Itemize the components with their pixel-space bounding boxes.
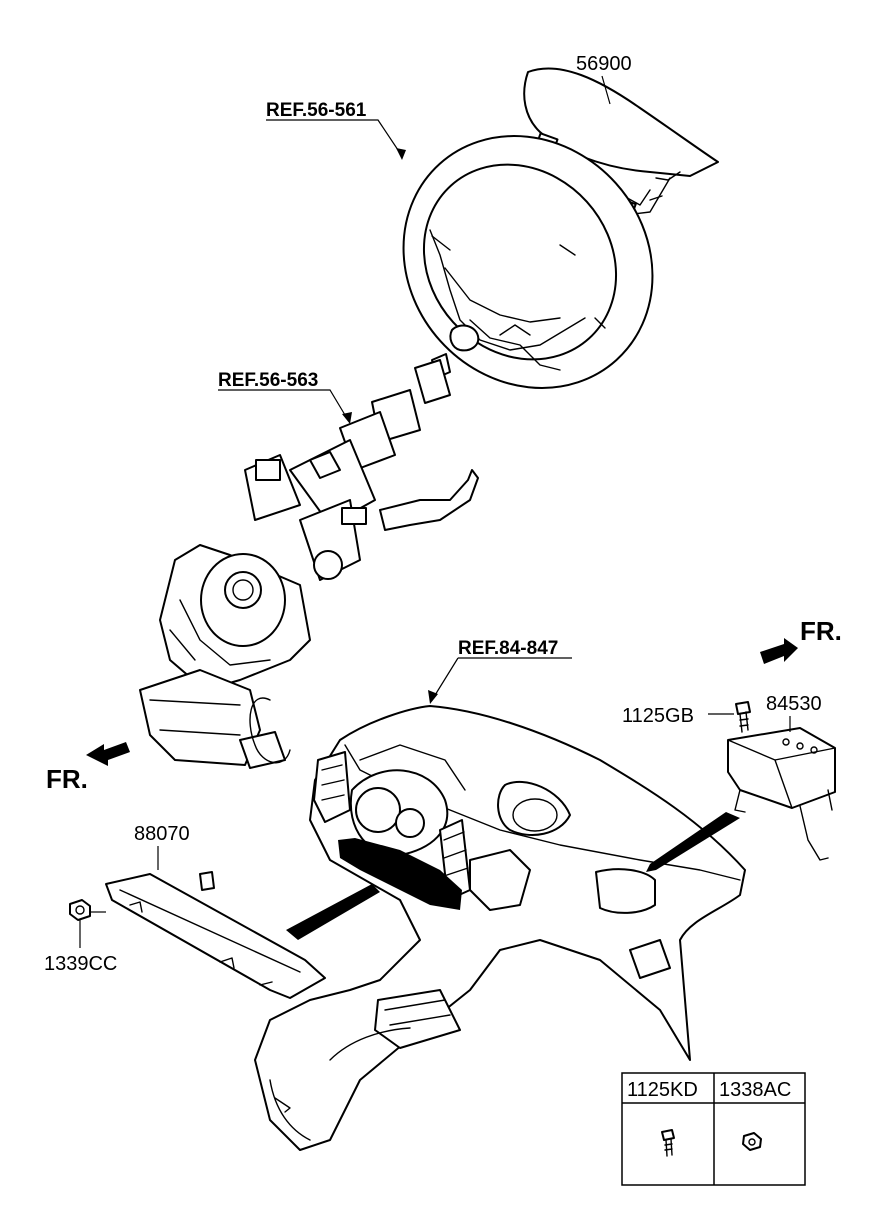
label-1125gb: 1125GB <box>622 705 694 727</box>
steering-wheel-icon <box>402 135 654 389</box>
bolt-icon <box>735 701 751 733</box>
fr-label-right: FR. <box>800 616 842 646</box>
ref-56-561: REF.56-561 <box>266 100 367 121</box>
front-arrow-left-icon <box>86 742 130 766</box>
front-arrow-right-icon <box>760 638 798 664</box>
steering-column-icon <box>139 353 479 769</box>
hardware-legend-table <box>621 1072 806 1186</box>
legend-bolt-icon <box>661 1129 675 1157</box>
ref-56-563: REF.56-563 <box>218 370 318 391</box>
nut-icon <box>69 899 91 921</box>
knee-airbag-module-icon <box>105 871 326 999</box>
pointer-arrow-knee-airbag <box>286 884 380 940</box>
label-84530: 84530 <box>766 693 822 715</box>
label-56900: 56900 <box>576 53 632 75</box>
dashboard-icon <box>254 705 746 1151</box>
pointer-arrow-airbag <box>646 812 740 872</box>
legend-1125kd: 1125KD <box>627 1079 698 1101</box>
label-1339cc: 1339CC <box>44 953 117 975</box>
fr-label-left: FR. <box>46 764 88 794</box>
legend-nut-icon <box>742 1132 762 1151</box>
label-88070: 88070 <box>134 823 190 845</box>
ref-84-847: REF.84-847 <box>458 638 558 659</box>
legend-1338ac: 1338AC <box>719 1079 791 1101</box>
passenger-airbag-module-icon <box>727 727 836 861</box>
